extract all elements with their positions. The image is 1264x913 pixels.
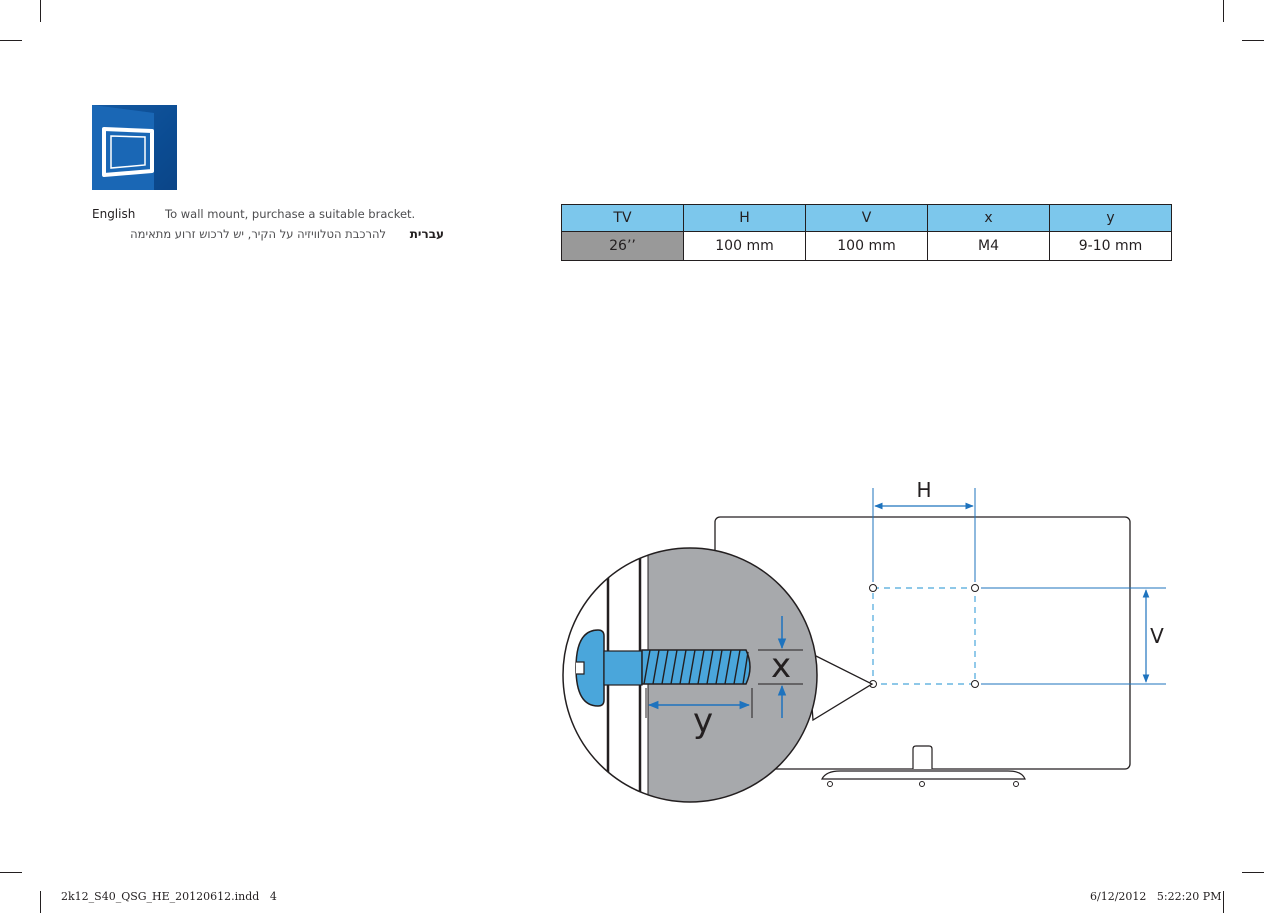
language-row-english: English To wall mount, purchase a suitab…	[92, 207, 452, 223]
footer-file-name: 2k12_S40_QSG_HE_20120612.indd 4	[61, 890, 277, 903]
vesa-spec-table: TV H V x y 26’’ 100 mm 100 mm M4 9-10 mm	[561, 204, 1172, 261]
table-header-cell: H	[684, 205, 806, 232]
crop-mark	[0, 872, 22, 873]
mount-hole	[870, 585, 877, 592]
crop-mark	[0, 40, 22, 41]
language-name: עברית	[410, 227, 444, 241]
table-row: 26’’ 100 mm 100 mm M4 9-10 mm	[562, 232, 1172, 261]
crop-mark	[1242, 872, 1264, 873]
label-v: V	[1150, 624, 1164, 648]
label-x: x	[771, 646, 791, 686]
crop-mark	[40, 891, 41, 913]
table-cell: M4	[928, 232, 1050, 261]
table-header-cell: y	[1050, 205, 1172, 232]
tv-stand	[913, 746, 932, 769]
label-y: y	[693, 701, 713, 741]
wall-mount-tv-icon	[92, 105, 177, 190]
language-instruction: להרכבת הטלוויזיה על הקיר, יש לרכוש זרוע …	[130, 227, 386, 241]
mount-hole	[972, 585, 979, 592]
wall-mount-diagram: H V x y	[540, 470, 1180, 810]
language-name: English	[92, 207, 135, 221]
table-cell: 100 mm	[806, 232, 928, 261]
tv-stand-base	[822, 771, 1025, 779]
language-row-hebrew: עברית להרכבת הטלוויזיה על הקיר, יש לרכוש…	[92, 227, 444, 243]
table-cell: 9-10 mm	[1050, 232, 1172, 261]
table-header-cell: x	[928, 205, 1050, 232]
language-instruction: To wall mount, purchase a suitable brack…	[165, 207, 415, 221]
crop-mark	[1223, 0, 1224, 22]
label-h: H	[916, 478, 931, 502]
table-header-row: TV H V x y	[562, 205, 1172, 232]
footer-datetime: 6/12/2012 5:22:20 PM	[1090, 890, 1221, 903]
crop-mark	[1223, 891, 1224, 913]
table-header-cell: V	[806, 205, 928, 232]
table-cell: 26’’	[562, 232, 684, 261]
table-header-cell: TV	[562, 205, 684, 232]
crop-mark	[1242, 40, 1264, 41]
crop-mark	[40, 0, 41, 22]
mount-hole	[972, 681, 979, 688]
table-cell: 100 mm	[684, 232, 806, 261]
